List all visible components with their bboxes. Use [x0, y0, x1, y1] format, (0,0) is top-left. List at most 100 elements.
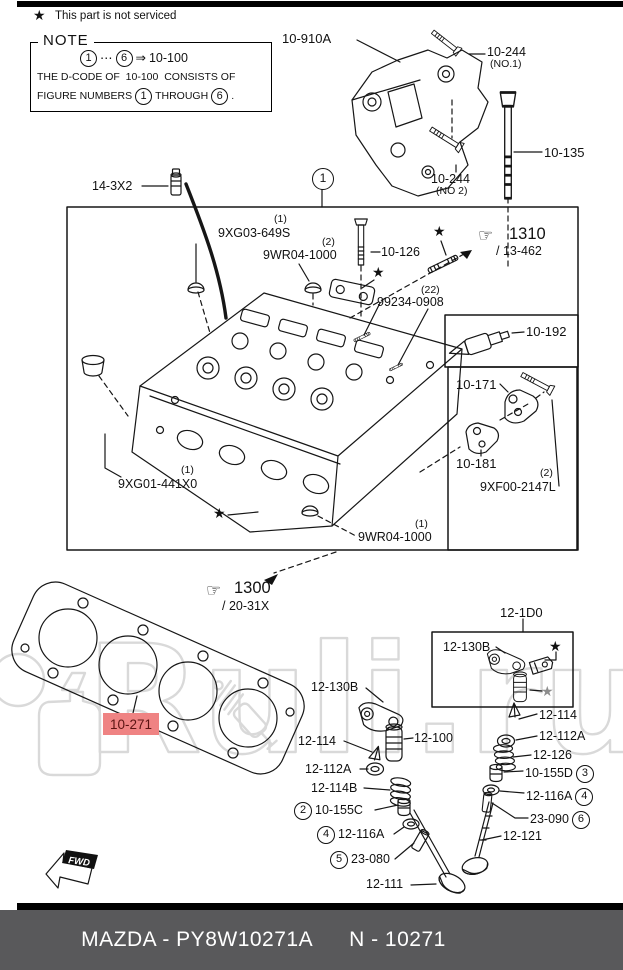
note-line2: THE D-CODE OF 10-100 CONSISTS OF — [37, 71, 236, 83]
qty-9xg01: (1) — [181, 464, 194, 476]
label-12-126: 12-126 — [533, 748, 572, 762]
label-9xg03-649s: 9XG03-649S — [218, 226, 291, 240]
cylinder-head-drawing — [131, 292, 463, 533]
hand-icon-1310: ☞ — [478, 226, 494, 245]
callout-2: 2 — [294, 802, 312, 820]
ref-1300: 1300 — [234, 579, 271, 597]
label-10-271-highlighted: 10-271 — [103, 713, 159, 735]
label-12-116a-right: 12-116A 4 — [526, 788, 594, 806]
bolt-10-126-glyph — [354, 218, 368, 266]
legend-text: This part is not serviced — [55, 10, 177, 22]
label-10-244-no1: 10-244 — [487, 45, 526, 59]
bracket-10-171-glyph — [504, 389, 539, 424]
bearing-cap-glyph — [328, 278, 376, 306]
ref-1310: 1310 — [509, 225, 546, 243]
note-title: NOTE — [38, 32, 94, 49]
valve-group-frame — [431, 631, 574, 708]
dome-plug-bottom-glyph — [301, 505, 319, 517]
sensor-10-192-glyph — [448, 330, 510, 356]
head-gasket-drawing — [11, 581, 305, 775]
footer-rule — [17, 903, 623, 910]
label-12-112a-left: 12-112A — [305, 762, 352, 776]
watermark-shock-icon — [213, 679, 278, 750]
callout-6: 6 — [571, 811, 590, 829]
bracket-frame — [447, 366, 578, 551]
footer-page-number: N - 10271 — [349, 928, 446, 951]
clip-glyph — [528, 656, 554, 675]
legend-star-icon: ★ — [33, 7, 46, 23]
qty-9wr04-top: (2) — [322, 236, 335, 248]
callout-3: 3 — [575, 765, 594, 783]
qty-99234: (22) — [421, 284, 440, 296]
fwd-arrow: FWD — [45, 850, 98, 889]
circled-1b: 1 — [135, 88, 153, 105]
note-line1: 1 ⋯ 6 ⇒ 10-100 — [80, 50, 188, 67]
ref-20-31x: / 20-31X — [222, 599, 270, 613]
label-12-121: 12-121 — [503, 829, 542, 843]
label-12-130b-box: 12-130B — [443, 640, 491, 654]
star-marker-stud: ★ — [433, 223, 446, 239]
watermark-art: Ruli.ru — [0, 613, 623, 789]
label-99234-0908: 99234-0908 — [377, 295, 444, 309]
dome-plug-top-glyph — [304, 282, 322, 294]
label-12-114b: 12-114B — [311, 781, 358, 795]
label-14-3x2: 14-3X2 — [92, 179, 133, 193]
watermark-text: Ruli.ru — [86, 614, 623, 788]
arrowheads — [264, 250, 472, 585]
label-12-112a-right: 12-112A — [539, 729, 586, 743]
label-10-192: 10-192 — [526, 324, 567, 339]
label-12-130b-left: 12-130B — [311, 680, 359, 694]
label-10-910a: 10-910A — [282, 31, 332, 46]
label-10-244-no2: 10-244 — [431, 172, 470, 186]
stud-small-2 — [388, 362, 404, 372]
star-marker-head: ★ — [213, 505, 226, 521]
footer-bar: MAZDA - PY8W10271A N - 10271 — [0, 910, 623, 970]
label-10-155c: 2 10-155C — [294, 802, 363, 820]
label-12-114-left: 12-114 — [298, 734, 336, 748]
bolt-10-135-glyph — [498, 91, 518, 200]
bracket-10-181-glyph — [465, 422, 500, 455]
watermark-oilcan-icon — [0, 652, 102, 777]
label-23-090: 23-090 6 — [530, 811, 590, 829]
label-12-114-right: 12-114 — [539, 708, 577, 722]
label-10-244-no1-note: (NO.1) — [490, 58, 522, 70]
label-12-1d0: 12-1D0 — [500, 605, 543, 620]
valve-12-111-glyph — [409, 809, 466, 894]
label-12-111: 12-111 — [366, 877, 404, 891]
hand-icon-1300: ☞ — [206, 581, 222, 600]
label-10-171: 10-171 — [456, 377, 497, 392]
stud-99234-glyph — [426, 254, 460, 274]
callout-4-left: 4 — [317, 826, 335, 844]
label-10-244-no2-note: (NO 2) — [436, 185, 468, 197]
label-9xg01-441x0: 9XG01-441X0 — [118, 477, 198, 491]
ref-13-462: / 13-462 — [496, 244, 542, 258]
star-marker-cap: ★ — [372, 264, 385, 280]
fwd-label: FWD — [68, 855, 91, 869]
leader-lines — [104, 39, 560, 886]
label-12-116a-left: 4 12-116A — [317, 826, 384, 844]
circled-1: 1 — [80, 50, 97, 67]
label-12-100: 12-100 — [414, 731, 453, 745]
callout-5: 5 — [330, 851, 348, 869]
dashed-lines — [98, 99, 545, 574]
label-10-126: 10-126 — [381, 245, 420, 259]
qty-9xg03: (1) — [274, 213, 287, 225]
qty-9wr04-bottom: (1) — [415, 518, 428, 530]
label-9wr04-1000-top: 9WR04-1000 — [263, 248, 337, 262]
label-10-135: 10-135 — [544, 145, 585, 160]
dome-plug-649s-glyph — [187, 282, 205, 294]
star-marker-gray: ★ — [541, 683, 554, 699]
engine-mount-drawing — [351, 49, 489, 197]
note-box — [30, 42, 272, 112]
circled-6b: 6 — [211, 88, 229, 105]
note-line3: FIGURE NUMBERS 1 THROUGH 6 . — [37, 88, 234, 105]
top-rule — [17, 1, 623, 7]
qty-9xf00: (2) — [540, 467, 553, 479]
label-10-181: 10-181 — [456, 456, 497, 471]
label-23-080: 5 23-080 — [330, 851, 390, 869]
label-9xf00-2147l: 9XF00-2147L — [480, 480, 556, 494]
bolt-10-244-no2-glyph — [427, 123, 465, 154]
footer-part-code: MAZDA - PY8W10271A — [81, 928, 314, 951]
